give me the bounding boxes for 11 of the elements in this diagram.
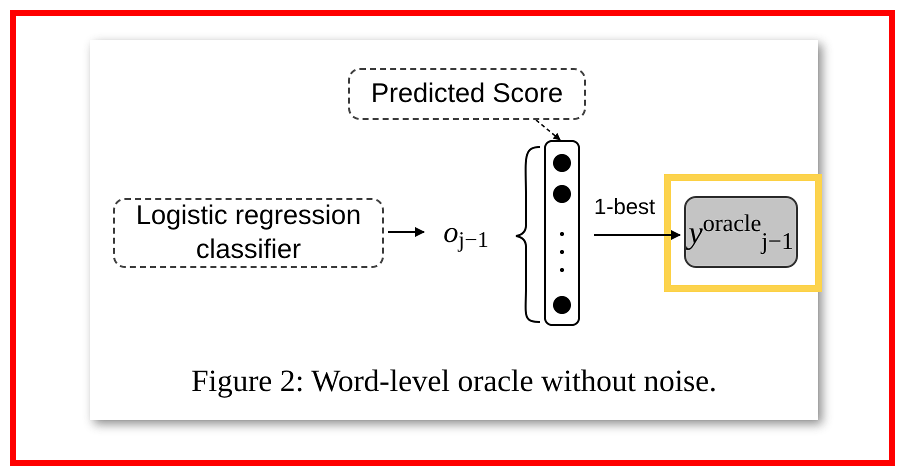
vector-box — [544, 140, 580, 326]
arrow — [536, 119, 561, 141]
box-label: Predicted Score — [370, 77, 564, 110]
arrow — [388, 227, 425, 237]
box-label: Logistic regression classifier — [134, 199, 362, 266]
dashed-box — [348, 68, 586, 120]
dashed-box — [113, 198, 384, 268]
figure-caption: Figure 2: Word-level oracle without noise. — [190, 362, 718, 400]
arrow — [594, 230, 681, 240]
output-box — [684, 196, 798, 268]
math-label: o$_{j−1}$ — [443, 214, 489, 254]
